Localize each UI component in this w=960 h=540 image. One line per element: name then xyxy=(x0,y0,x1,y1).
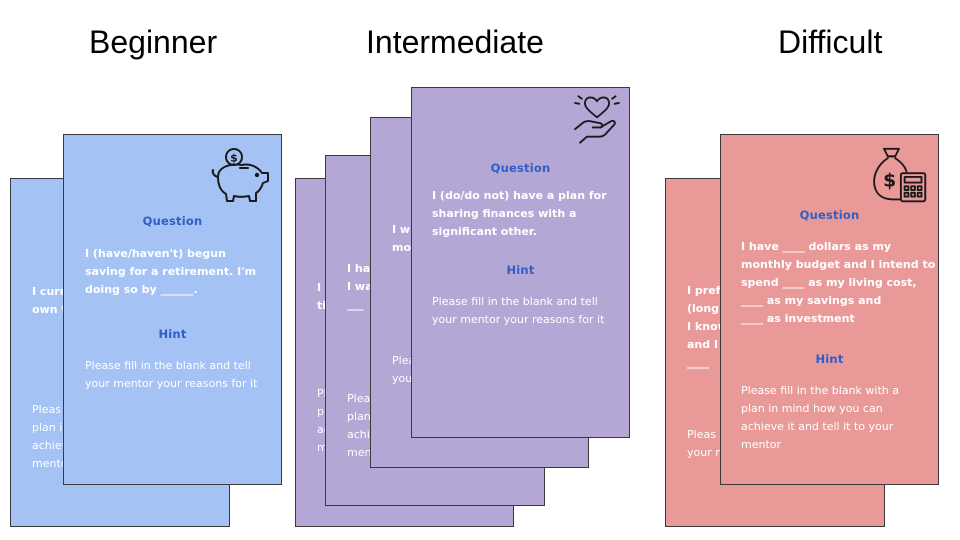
piggy-bank-icon: $ xyxy=(211,148,269,202)
svg-text:$: $ xyxy=(230,152,238,165)
hint-fragment: your m xyxy=(687,446,726,459)
hint-label: Hint xyxy=(815,352,844,366)
question-fragment: I wa xyxy=(347,280,373,293)
question-label: Question xyxy=(490,161,551,175)
hint-text: Please fill in the blank and tell your m… xyxy=(85,359,258,390)
hint-fragment: plan i xyxy=(32,421,63,434)
question-fragment: ___ xyxy=(347,298,364,311)
question-fragment: (long t xyxy=(687,302,729,315)
question-line: monthly budget and I intend to xyxy=(741,258,936,271)
question-fragment: I prefe xyxy=(687,284,728,297)
hint-fragment: Pleas xyxy=(347,392,376,405)
hint-fragment: Pleas xyxy=(32,403,61,416)
svg-text:$: $ xyxy=(883,170,896,191)
hint-fragment: plan xyxy=(347,410,371,423)
question-text: I (do/do not) have a plan for sharing fi… xyxy=(432,189,607,238)
hint-fragment: m xyxy=(317,441,328,454)
question-line: I have ____ dollars as my xyxy=(741,240,892,253)
hint-fragment: mento xyxy=(32,457,68,470)
heart-in-hand-icon xyxy=(574,95,620,144)
question-fragment: I xyxy=(317,281,322,294)
hint-fragment: Pleas xyxy=(687,428,716,441)
question-fragment: I curr xyxy=(32,285,66,298)
intermediate-front-card: Question I (do/do not) have a plan for s… xyxy=(411,87,630,438)
hint-fragment: you xyxy=(392,372,413,385)
hint-fragment: Pl xyxy=(317,387,327,400)
question-line: spend ____ as my living cost, xyxy=(741,276,917,289)
question-text: I (have/haven't) begun saving for a reti… xyxy=(85,247,257,296)
heading-difficult: Difficult xyxy=(778,24,883,60)
question-fragment: ti xyxy=(317,299,327,312)
question-line: ____ as my savings and xyxy=(741,294,882,307)
heading-beginner: Beginner xyxy=(89,24,218,60)
hint-label: Hint xyxy=(506,263,535,277)
question-fragment: ____ xyxy=(687,356,709,369)
hint-label: Hint xyxy=(158,327,187,341)
hint-fragment: Plea xyxy=(392,354,416,367)
beginner-front-card: $ Question I (have/haven't) begun saving… xyxy=(63,134,282,485)
hint-fragment: pl xyxy=(317,405,328,418)
hint-fragment: achiev xyxy=(32,439,69,452)
hint-fragment: achie xyxy=(347,428,377,441)
question-fragment: I w xyxy=(392,223,411,236)
question-label: Question xyxy=(799,208,860,222)
hint-text: Please fill in the blank and tell your m… xyxy=(432,295,605,326)
difficult-front-card: $ Question I have ____ dollars as my mon… xyxy=(720,134,939,485)
question-label: Question xyxy=(142,214,203,228)
question-fragment: I know xyxy=(687,320,728,333)
question-line: ____ as investment xyxy=(741,312,855,325)
money-bag-calculator-icon: $ xyxy=(873,147,927,203)
question-fragment: I hav xyxy=(347,262,378,275)
question-fragment: own t xyxy=(32,303,67,316)
heading-intermediate: Intermediate xyxy=(366,24,544,60)
hint-text: Please fill in the blank with a plan in … xyxy=(741,384,899,451)
hint-fragment: ment xyxy=(347,446,376,459)
